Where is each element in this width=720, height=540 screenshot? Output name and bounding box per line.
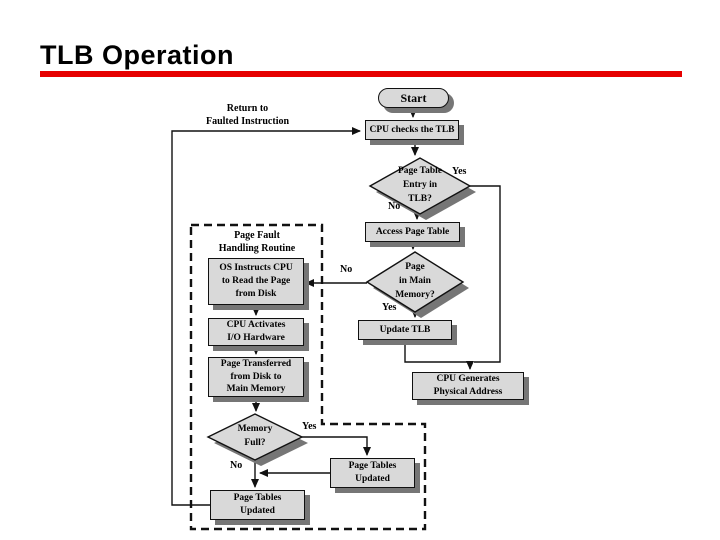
node-access-page-table: Access Page Table	[365, 222, 460, 242]
page-fault-region-label: Page Fault Handling Routine	[218, 230, 296, 254]
return-to-faulted-instruction-label: Return to Faulted Instruction	[205, 103, 290, 127]
diamond-tlb-entry-label: Page Table Entry in TLB?	[397, 166, 443, 204]
diamond-memory-full	[206, 413, 304, 461]
edge-label-inmemory-no: No	[340, 264, 353, 275]
node-page-tables-updated-right: Page Tables Updated	[330, 458, 415, 488]
edge-label-tlb-no: No	[388, 201, 401, 212]
edge-label-memoryfull-yes: Yes	[302, 421, 317, 432]
page-fault-region-border	[189, 223, 427, 531]
node-start: Start	[378, 88, 449, 108]
diamond-page-in-memory	[365, 251, 465, 313]
edge-return-to-cpuchecks	[171, 127, 361, 506]
diamond-page-in-memory-label: Page in Main Memory?	[395, 262, 435, 300]
diamond-memory-full-label: Memory Full?	[237, 424, 273, 448]
edge-memoryfull-yes-to-ptright	[302, 436, 371, 456]
node-cpu-generates-physical-address: CPU Generates Physical Address	[412, 372, 524, 400]
node-cpu-checks-tlb: CPU checks the TLB	[365, 120, 459, 140]
edge-label-memoryfull-no: No	[230, 460, 243, 471]
node-cpu-activates-io: CPU Activates I/O Hardware	[208, 318, 304, 346]
edge-label-tlb-yes: Yes	[452, 166, 467, 177]
title-underline	[40, 71, 682, 77]
diamond-tlb-entry	[368, 157, 472, 215]
edge-updatetlb-to-cpugenerates	[404, 340, 474, 370]
edge-tlbentry-yes	[470, 185, 501, 363]
node-page-tables-updated-bottom: Page Tables Updated	[210, 490, 305, 520]
edge-label-inmemory-yes: Yes	[382, 302, 397, 313]
node-os-instructs-cpu: OS Instructs CPU to Read the Page from D…	[208, 258, 304, 305]
page-title: TLB Operation	[40, 40, 234, 70]
node-update-tlb: Update TLB	[358, 320, 452, 340]
node-page-transferred: Page Transferred from Disk to Main Memor…	[208, 357, 304, 397]
